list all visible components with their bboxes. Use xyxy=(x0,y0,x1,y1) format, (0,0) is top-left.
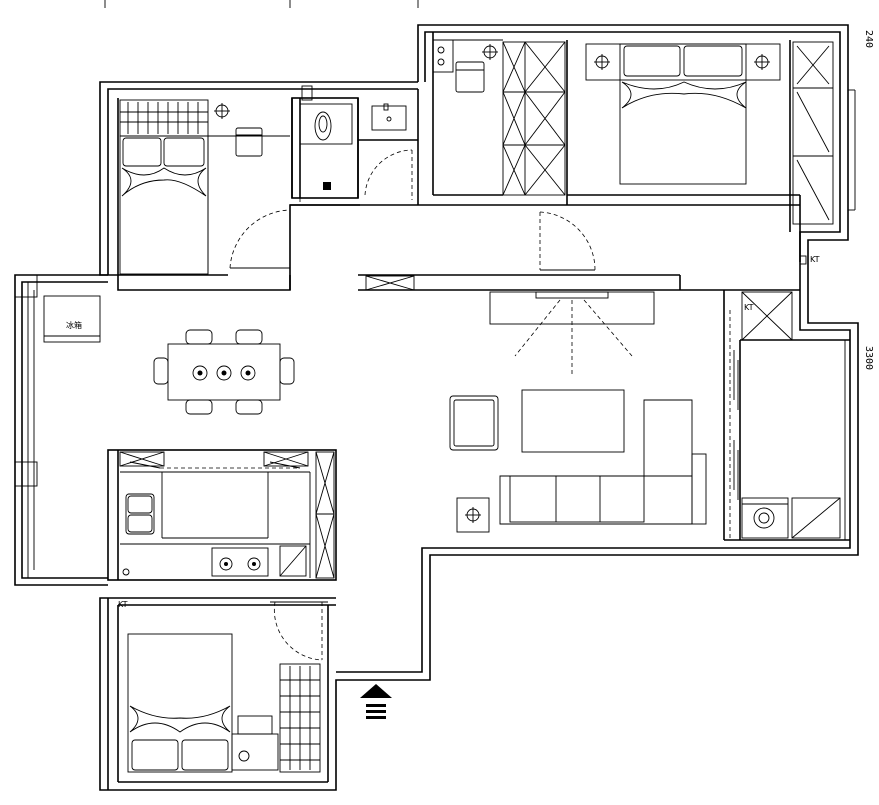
dining: 冰箱 xyxy=(43,295,295,415)
fridge xyxy=(43,295,101,343)
exterior-walls xyxy=(14,24,859,791)
bedroom-bottom: KT xyxy=(118,600,321,773)
radiator xyxy=(120,102,208,134)
bedroom-top-left xyxy=(119,99,290,275)
dimension-middle: 3300 xyxy=(863,346,874,370)
ceiling-light-icon xyxy=(482,44,498,60)
ceiling-light-icon xyxy=(456,497,490,533)
bed xyxy=(619,43,747,185)
doors xyxy=(129,149,739,661)
radiator-bottom xyxy=(279,663,321,773)
master-bedroom xyxy=(585,41,834,225)
kt-label-right: KT xyxy=(810,255,820,264)
nightstand xyxy=(231,733,279,771)
sink xyxy=(371,105,407,131)
coffee-table xyxy=(521,389,625,453)
sofa xyxy=(499,399,707,525)
bed xyxy=(127,633,233,773)
study xyxy=(432,39,566,196)
bathroom xyxy=(299,85,407,190)
kt-label-bedroom: KT xyxy=(118,600,128,609)
ceiling-light-icon xyxy=(594,54,610,70)
stove xyxy=(211,547,269,577)
ceiling-light-icon xyxy=(214,103,230,119)
living-room: KT xyxy=(449,291,793,533)
chair xyxy=(235,127,263,157)
entrance-arrow-icon xyxy=(360,684,392,719)
fridge-label: 冰箱 xyxy=(66,320,82,330)
kitchen xyxy=(119,451,335,579)
kitchen-sink xyxy=(125,493,155,535)
ceiling-light-icon xyxy=(754,54,770,70)
interior-walls xyxy=(107,32,850,783)
dimension-top: 240 xyxy=(863,30,874,48)
plant-icon xyxy=(192,365,256,381)
wardrobe xyxy=(502,41,566,196)
laundry: KT xyxy=(741,255,841,539)
kt-label-living: KT xyxy=(744,303,754,312)
wardrobe-right xyxy=(792,41,834,225)
washing-machine xyxy=(753,507,775,529)
corridor-cabinets xyxy=(365,275,415,291)
squat-toilet xyxy=(314,111,332,141)
dimension-ticks xyxy=(104,0,419,8)
armchair xyxy=(449,395,499,451)
